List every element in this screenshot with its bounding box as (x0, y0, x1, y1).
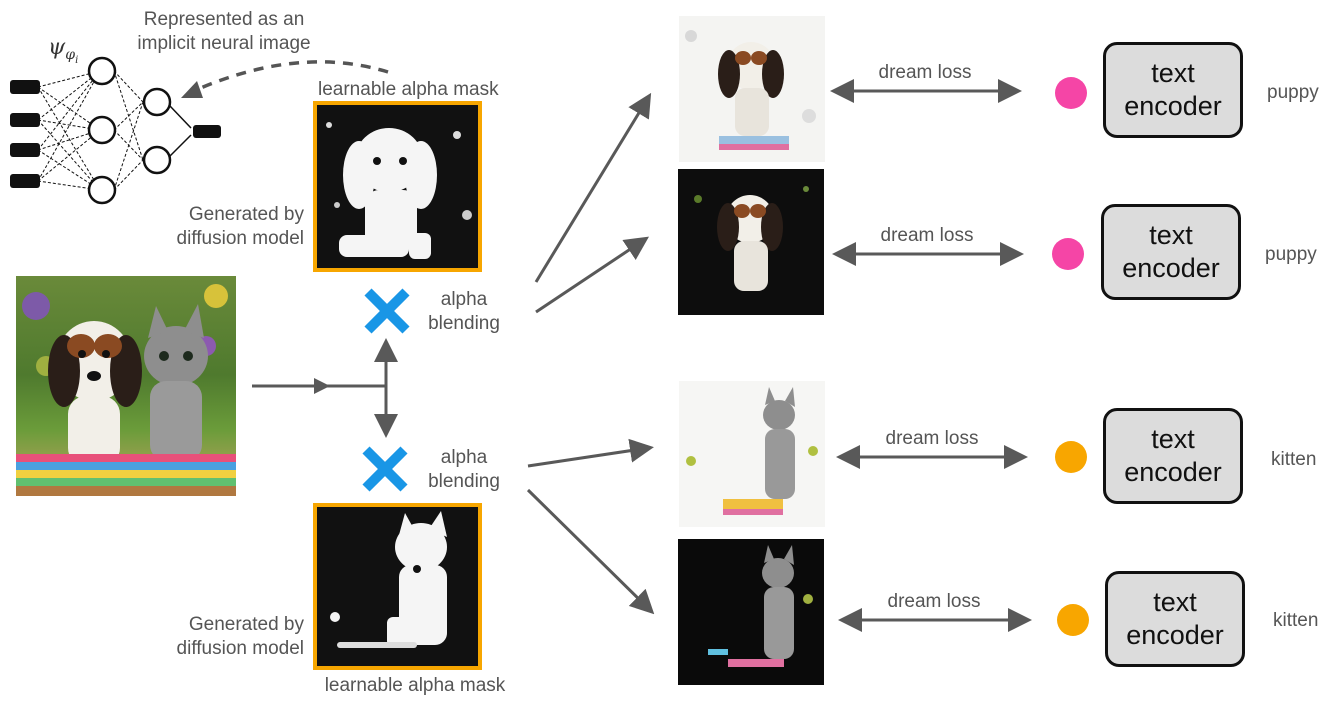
prompt-word-4: kitten (1273, 610, 1319, 631)
top-mask-generated-label: Generated by diffusion model (176, 204, 304, 249)
dashed-curve-arrow (195, 60, 389, 92)
source-image-art (16, 284, 236, 496)
network-output-arrows (169, 105, 192, 157)
bottom-mask-generated-label: Generated by diffusion model (176, 614, 304, 659)
kitten-dot-1 (1055, 441, 1087, 473)
psi-symbol: ψφi (48, 35, 79, 67)
source-image-puppy-kitten (16, 276, 236, 496)
arrow-to-output-3 (527, 438, 654, 468)
bottom-mask-kitten-silhouette (330, 511, 447, 648)
top-alpha-mask (313, 101, 482, 272)
network-edges (37, 70, 144, 191)
prompt-word-3: kitten (1271, 449, 1317, 470)
bottom-mask-title: learnable alpha mask (324, 675, 506, 696)
bottom-blend-multiply-icon (362, 446, 408, 492)
puppy-dot-2 (1052, 238, 1084, 270)
network-hidden-nodes (87, 56, 172, 205)
top-alpha-blending-label: alpha blending (428, 289, 500, 334)
output-image-3-kitten-white-bg (679, 381, 825, 527)
arrow-to-output-1 (534, 92, 652, 283)
prompt-word-1: puppy (1267, 82, 1319, 103)
dream-loss-label-3: dream loss (885, 428, 979, 449)
dream-loss-label-4: dream loss (887, 591, 981, 612)
bottom-alpha-blending-label: alpha blending (428, 447, 500, 492)
output-image-1-puppy-white-bg (679, 16, 825, 162)
prompt-word-2: puppy (1265, 244, 1317, 265)
inr-caption: Represented as an implicit neural image (137, 9, 311, 54)
arrow-to-output-4 (526, 488, 655, 615)
dream-loss-label-2: dream loss (880, 225, 974, 246)
top-mask-title: learnable alpha mask (318, 79, 499, 100)
puppy-dot-1 (1055, 77, 1087, 109)
kitten-dot-2 (1057, 604, 1089, 636)
dashed-curve-arrowhead (181, 81, 203, 98)
source-arrowhead (314, 378, 330, 394)
output-image-4-kitten-black-bg (678, 539, 824, 685)
top-blend-multiply-icon (364, 288, 410, 334)
network-input-nodes (10, 80, 221, 188)
top-mask-puppy-silhouette (326, 122, 472, 259)
bottom-alpha-mask (313, 503, 482, 670)
arrow-to-output-2 (535, 236, 649, 314)
output-image-2-puppy-black-bg (678, 169, 824, 315)
dream-loss-label-1: dream loss (878, 62, 972, 83)
